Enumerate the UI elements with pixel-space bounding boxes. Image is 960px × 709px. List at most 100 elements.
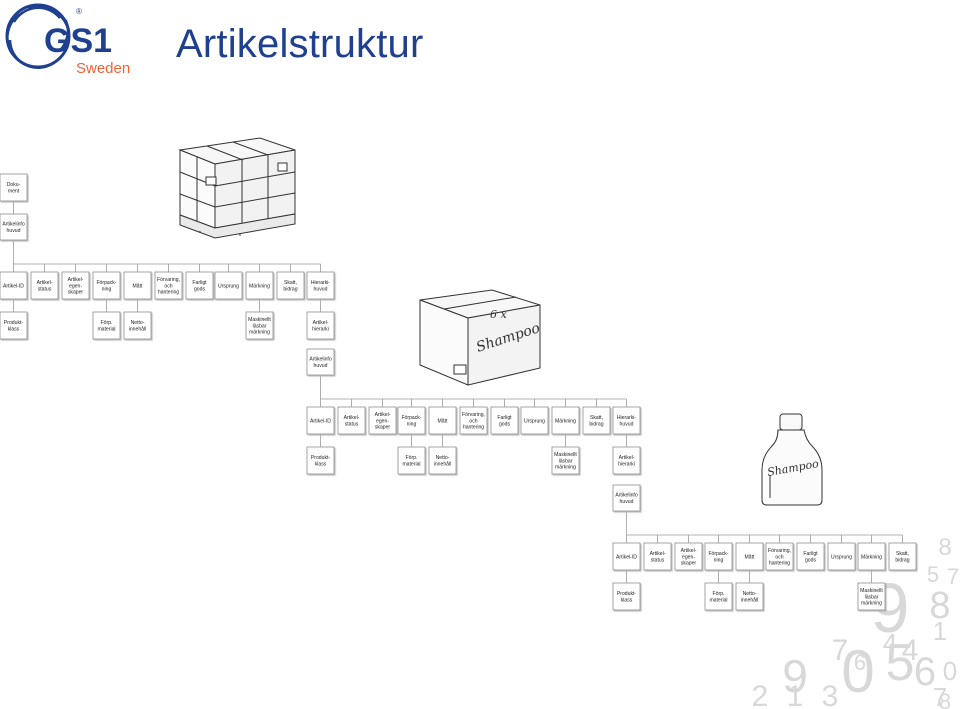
level2-skatt-bidrag-label: bidrag — [589, 421, 603, 427]
level3-artikelstatus-label: status — [651, 557, 665, 563]
level2-farligt-gods-label: Farligt — [497, 415, 512, 421]
decoration-digit: 0 — [841, 638, 874, 705]
level2-farligt-gods-label: gods — [499, 421, 510, 427]
level3-maskinellt-lasbar-label: läsbar — [865, 594, 879, 600]
gs1-sweden-logo: GS1 ® Sweden — [5, 3, 130, 77]
level2-hierarki-huvud: Hierarki-huvud — [612, 406, 641, 435]
level1-maskinellt-lasbar-label: Maskinellt — [248, 317, 271, 323]
level1-forpackning-label: ning — [102, 286, 112, 292]
level1-hierarki-huvud: Hierarki-huvud — [306, 271, 335, 300]
level2-artikelhierarki-label: Artikel- — [619, 455, 635, 461]
level1-hierarki-huvud-label: huvud — [314, 286, 328, 292]
level1-nettoinnehall-label: Netto- — [131, 320, 145, 326]
decoration-digit: 8 — [929, 585, 950, 627]
diagram-boxes: Doku-mentArtikelinfohuvudArtikel-IDArtik… — [0, 173, 917, 611]
level2-artikelegenskaper-label: Artikel- — [375, 412, 391, 418]
level3-produktklass-label: klass — [621, 597, 633, 603]
decoration-digit: 7 — [832, 634, 849, 667]
level2-artikelstatus: Artikel-status — [337, 406, 366, 435]
level1-hierarki-huvud-label: Hierarki- — [311, 280, 331, 286]
level2-forpackning: Förpack-ning — [397, 406, 426, 435]
level1-artikelinfo-huvud-label: huvud — [7, 228, 21, 234]
decoration-digit: 7 — [933, 682, 947, 709]
level1-maskinellt-lasbar-label: märkning — [249, 330, 270, 336]
level3-farligt-gods-label: gods — [805, 557, 816, 563]
level3-matt: Mått — [735, 542, 764, 571]
level3-markning-label: Märkning — [861, 554, 882, 560]
logo-country: Sweden — [76, 60, 130, 77]
level3-maskinellt-lasbar-label: Maskinellt — [860, 588, 883, 594]
level2-forvaring-label: och — [469, 418, 477, 424]
level3-farligt-gods-label: Farligt — [803, 551, 818, 557]
level3-maskinellt-lasbar-label: märkning — [861, 601, 882, 607]
level2-matt: Mått — [428, 406, 457, 435]
level1-artikelstatus: Artikel-status — [30, 271, 59, 300]
decoration-digit: 0 — [943, 656, 957, 686]
level2-hierarki-huvud-label: huvud — [620, 421, 634, 427]
level1-dokument-label: ment — [8, 188, 20, 194]
level2-ursprung: Ursprung — [520, 406, 549, 435]
level1-nettoinnehall-label: innehåll — [129, 325, 147, 332]
decoration-digit: 1 — [933, 616, 947, 646]
level1-artikelstatus-label: status — [38, 286, 52, 292]
level2-artikelstatus-label: Artikel- — [344, 415, 360, 421]
level1-forp-material-label: Förp. — [101, 320, 113, 326]
level2-artikel-id-label: Artikel-ID — [310, 418, 331, 424]
level3-artikel-id: Artikel-ID — [612, 542, 641, 571]
level1-produktklass-label: klass — [8, 326, 20, 332]
level3-markning: Märkning — [857, 542, 886, 571]
level1-forpackning: Förpack-ning — [92, 271, 121, 300]
level1-ursprung: Ursprung — [214, 271, 243, 300]
level3-forp-material: Förp.material — [704, 582, 733, 611]
level3-artikelegenskaper-label: skaper — [681, 561, 697, 567]
decoration-digit: 8 — [938, 534, 951, 561]
level1-artikelinfo-huvud-label: Artikelinfo — [2, 222, 25, 228]
level3-forp-material-label: material — [709, 597, 727, 603]
bottle-illustration: Shampoo — [761, 413, 823, 506]
level2-skatt-bidrag: Skatt,bidrag — [582, 406, 611, 435]
level1-matt-label: Mått — [133, 282, 143, 289]
level3-artikelstatus: Artikel-status — [643, 542, 672, 571]
level3-artikelegenskaper-label: Artikel- — [681, 548, 697, 554]
level1-artikel-id: Artikel-ID — [0, 271, 28, 300]
level1-artikelstatus-label: Artikel- — [37, 280, 53, 286]
level2-forp-material-label: Förp. — [406, 455, 418, 461]
level1-artikelhierarki: Artikel-hierarki — [306, 311, 335, 340]
level2-forp-material: Förp.material — [397, 446, 426, 475]
level1-dokument-label: Doku- — [7, 182, 21, 188]
decoration-digit: 4 — [902, 634, 919, 667]
level2-artikelhierarki: Artikel-hierarki — [612, 446, 641, 475]
level1-forvaring-label: Förvaring, — [157, 277, 180, 283]
level2-nettoinnehall-label: Netto- — [436, 455, 450, 461]
decoration-digit: 6 — [854, 650, 866, 675]
level1-produktklass-label: Produkt- — [4, 320, 24, 326]
level2-markning: Märkning — [551, 406, 580, 435]
level2-maskinellt-lasbar-label: märkning — [555, 465, 576, 471]
level2-hierarki-huvud-label: Hierarki- — [617, 415, 637, 421]
diagram-connectors — [13, 201, 903, 583]
level1-artikelhierarki-label: hierarki — [312, 326, 329, 332]
level1-nettoinnehall: Netto-innehåll — [123, 311, 152, 340]
level3-nettoinnehall-label: Netto- — [743, 591, 757, 597]
level3-matt-label: Mått — [745, 553, 755, 560]
level3-produktklass: Produkt-klass — [612, 582, 641, 611]
registered-mark: ® — [76, 7, 82, 16]
level1-forvaring-label: hantering — [158, 290, 179, 296]
carton-label-count: 6 x — [490, 308, 507, 321]
level2-forvaring-label: Förvaring, — [462, 412, 485, 418]
level3-artikelegenskaper: Artikel-egen-skaper — [674, 542, 703, 571]
level1-farligt-gods-label: Farligt — [192, 280, 207, 286]
level2-artikelhierarki-label: hierarki — [618, 461, 635, 467]
level2-forpackning-label: ning — [407, 421, 417, 427]
decoration-digit: 8 — [939, 689, 951, 709]
level3-forp-material-label: Förp. — [713, 591, 725, 597]
